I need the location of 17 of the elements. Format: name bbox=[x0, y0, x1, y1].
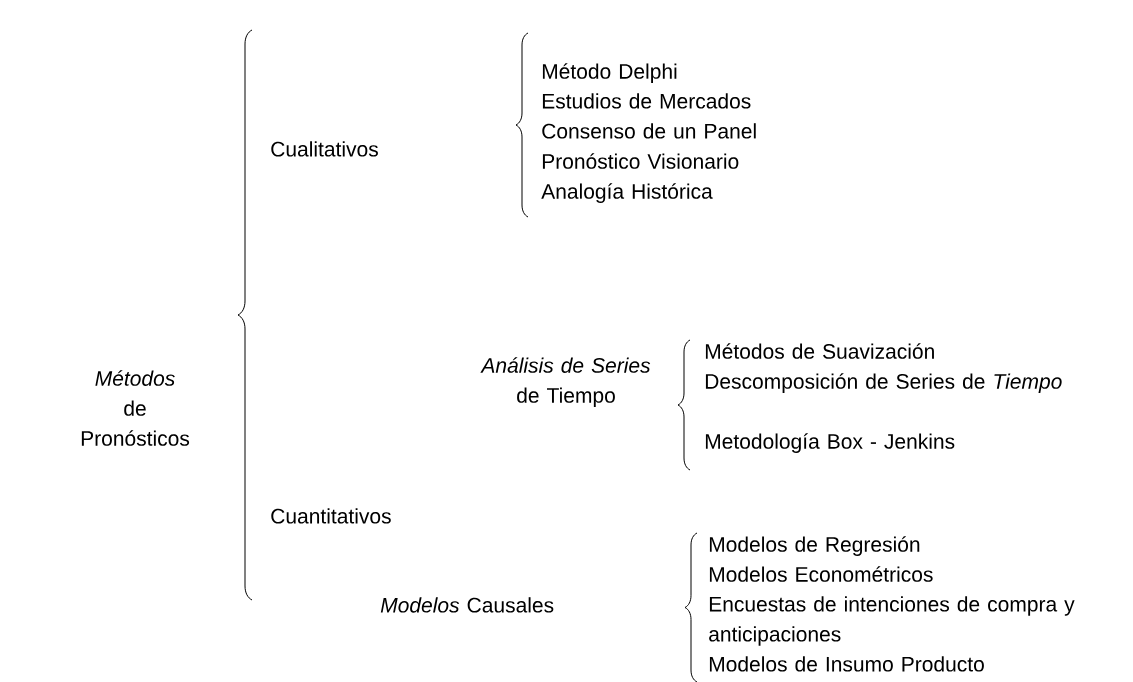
category-label: Cuantitativos bbox=[271, 508, 391, 524]
method-label: Consenso de un Panel bbox=[542, 123, 756, 139]
method-label: Descomposición de Series de Tiempo bbox=[705, 373, 1062, 393]
method-label: Método Delphi bbox=[542, 63, 677, 83]
method-label: Modelos de Regresión bbox=[709, 536, 920, 556]
method-label: Metodología Box - Jenkins bbox=[705, 433, 955, 453]
method-label: Métodos de Suavización bbox=[705, 343, 934, 359]
method-label: Modelos Econométricos bbox=[709, 566, 933, 582]
method-label: Pronóstico Visionario bbox=[542, 153, 739, 169]
method-label: Estudios de Mercados bbox=[542, 93, 751, 109]
category-label: Cualitativos bbox=[271, 141, 378, 157]
category-label: Modelos Causales bbox=[380, 597, 554, 613]
category-label: Análisis de Series de Tiempo bbox=[480, 357, 651, 407]
method-label: Encuestas de intenciones de compra y anticipaciones bbox=[709, 596, 1075, 646]
root-label: Métodos de Pronósticos bbox=[81, 370, 190, 446]
method-label: Modelos de Insumo Producto bbox=[709, 656, 984, 672]
method-label: Analogía Histórica bbox=[541, 183, 713, 203]
